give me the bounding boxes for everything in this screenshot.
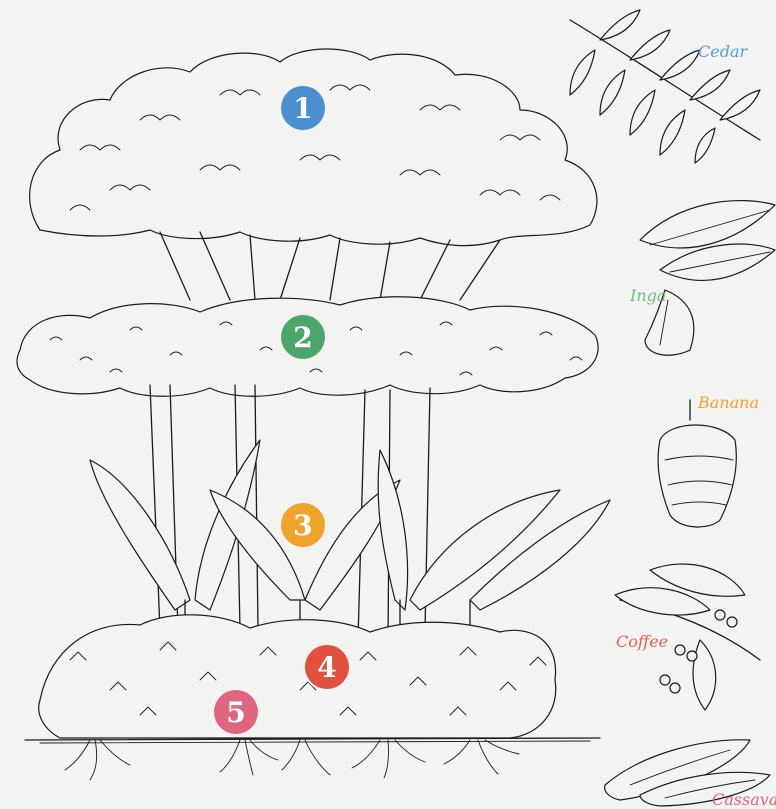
layer-number: 1 xyxy=(293,92,312,125)
label-cedar: Cedar xyxy=(698,42,747,61)
layer-number: 2 xyxy=(293,321,312,354)
label-banana: Banana xyxy=(698,393,759,412)
layer-number: 4 xyxy=(317,651,336,684)
roots xyxy=(65,740,519,780)
cedar-sketch xyxy=(570,10,760,163)
layer-badge-3: 3 xyxy=(281,503,325,547)
layer-badge-1: 1 xyxy=(281,86,325,130)
banana-bunch-sketch xyxy=(658,400,736,527)
ground-line xyxy=(25,738,600,743)
label-coffee: Coffee xyxy=(616,632,668,651)
layer-badge-5: 5 xyxy=(214,690,258,734)
inga-sketch xyxy=(640,201,775,356)
layer-number: 3 xyxy=(293,509,312,542)
banana-layer xyxy=(90,440,610,640)
shrub-layer xyxy=(39,615,556,738)
layer-badge-2: 2 xyxy=(281,315,325,359)
label-cassava: Cassava xyxy=(712,790,776,809)
layer-number: 5 xyxy=(226,696,245,729)
label-inga: Inga xyxy=(630,286,666,305)
layer-badge-4: 4 xyxy=(305,645,349,689)
emergent-canopy xyxy=(30,49,597,300)
